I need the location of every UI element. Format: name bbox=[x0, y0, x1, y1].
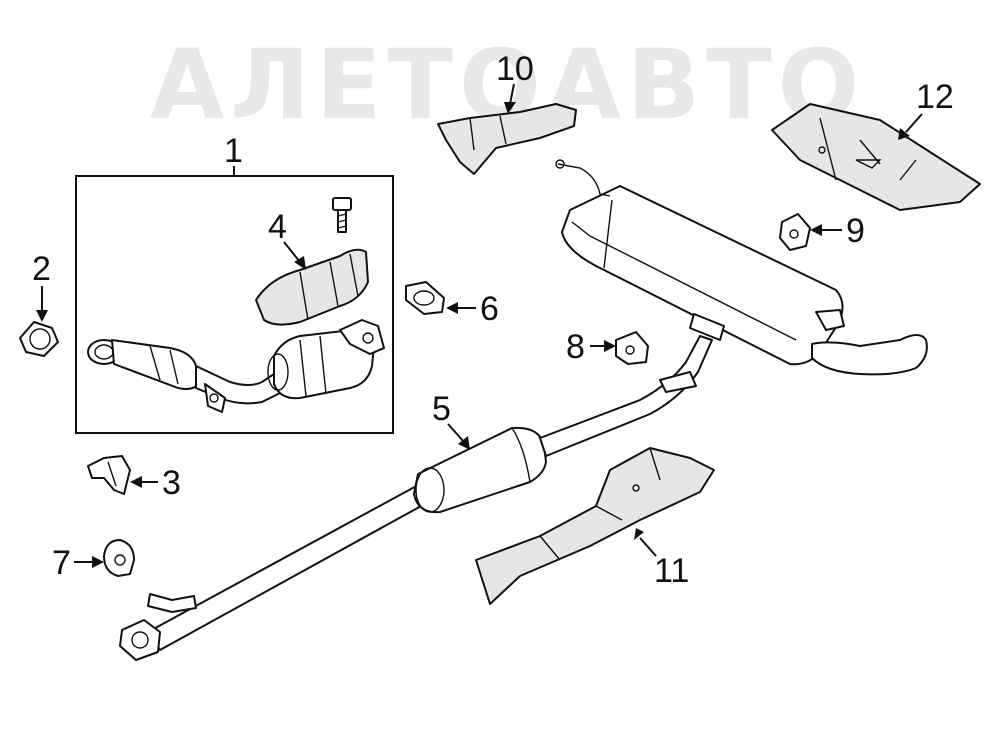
svg-text:3: 3 bbox=[162, 464, 181, 502]
callout-11: 11 bbox=[634, 528, 689, 590]
rubber-hanger-rear-left[interactable] bbox=[615, 331, 649, 365]
gasket-front[interactable] bbox=[19, 321, 59, 357]
callout-10: 10 bbox=[496, 50, 534, 114]
bolt[interactable] bbox=[332, 197, 352, 233]
rubber-hanger-rear-right[interactable] bbox=[779, 213, 811, 251]
svg-text:2: 2 bbox=[32, 250, 51, 288]
callout-1: 1 bbox=[224, 132, 243, 176]
svg-text:10: 10 bbox=[496, 50, 534, 88]
center-pipe-resonator[interactable] bbox=[119, 335, 713, 661]
svg-text:7: 7 bbox=[52, 544, 71, 582]
svg-text:8: 8 bbox=[566, 328, 585, 366]
heat-shield-lower[interactable] bbox=[475, 447, 715, 605]
callout-7: 7 bbox=[52, 544, 104, 582]
front-pipe-catalyst[interactable] bbox=[87, 319, 385, 413]
bracket[interactable] bbox=[87, 455, 131, 495]
callout-4: 4 bbox=[268, 208, 306, 270]
main-muffler[interactable] bbox=[555, 159, 928, 376]
callout-2: 2 bbox=[32, 250, 51, 322]
heat-shield-upper[interactable] bbox=[437, 103, 577, 175]
callout-6: 6 bbox=[446, 290, 499, 328]
svg-text:1: 1 bbox=[224, 132, 243, 170]
svg-text:6: 6 bbox=[480, 290, 499, 328]
svg-text:11: 11 bbox=[654, 552, 689, 590]
callout-8: 8 bbox=[566, 328, 616, 366]
svg-text:5: 5 bbox=[432, 390, 451, 428]
svg-text:9: 9 bbox=[846, 212, 865, 250]
svg-text:4: 4 bbox=[268, 208, 287, 246]
callout-3: 3 bbox=[130, 464, 181, 502]
gasket-rear[interactable] bbox=[405, 281, 445, 315]
callout-9: 9 bbox=[810, 212, 865, 250]
callout-5: 5 bbox=[432, 390, 470, 450]
heat-shield-rear[interactable] bbox=[771, 103, 981, 211]
svg-text:12: 12 bbox=[916, 78, 954, 116]
heat-shield-converter[interactable] bbox=[255, 248, 369, 326]
rubber-hanger-front[interactable] bbox=[103, 539, 135, 577]
callout-12: 12 bbox=[898, 78, 954, 140]
